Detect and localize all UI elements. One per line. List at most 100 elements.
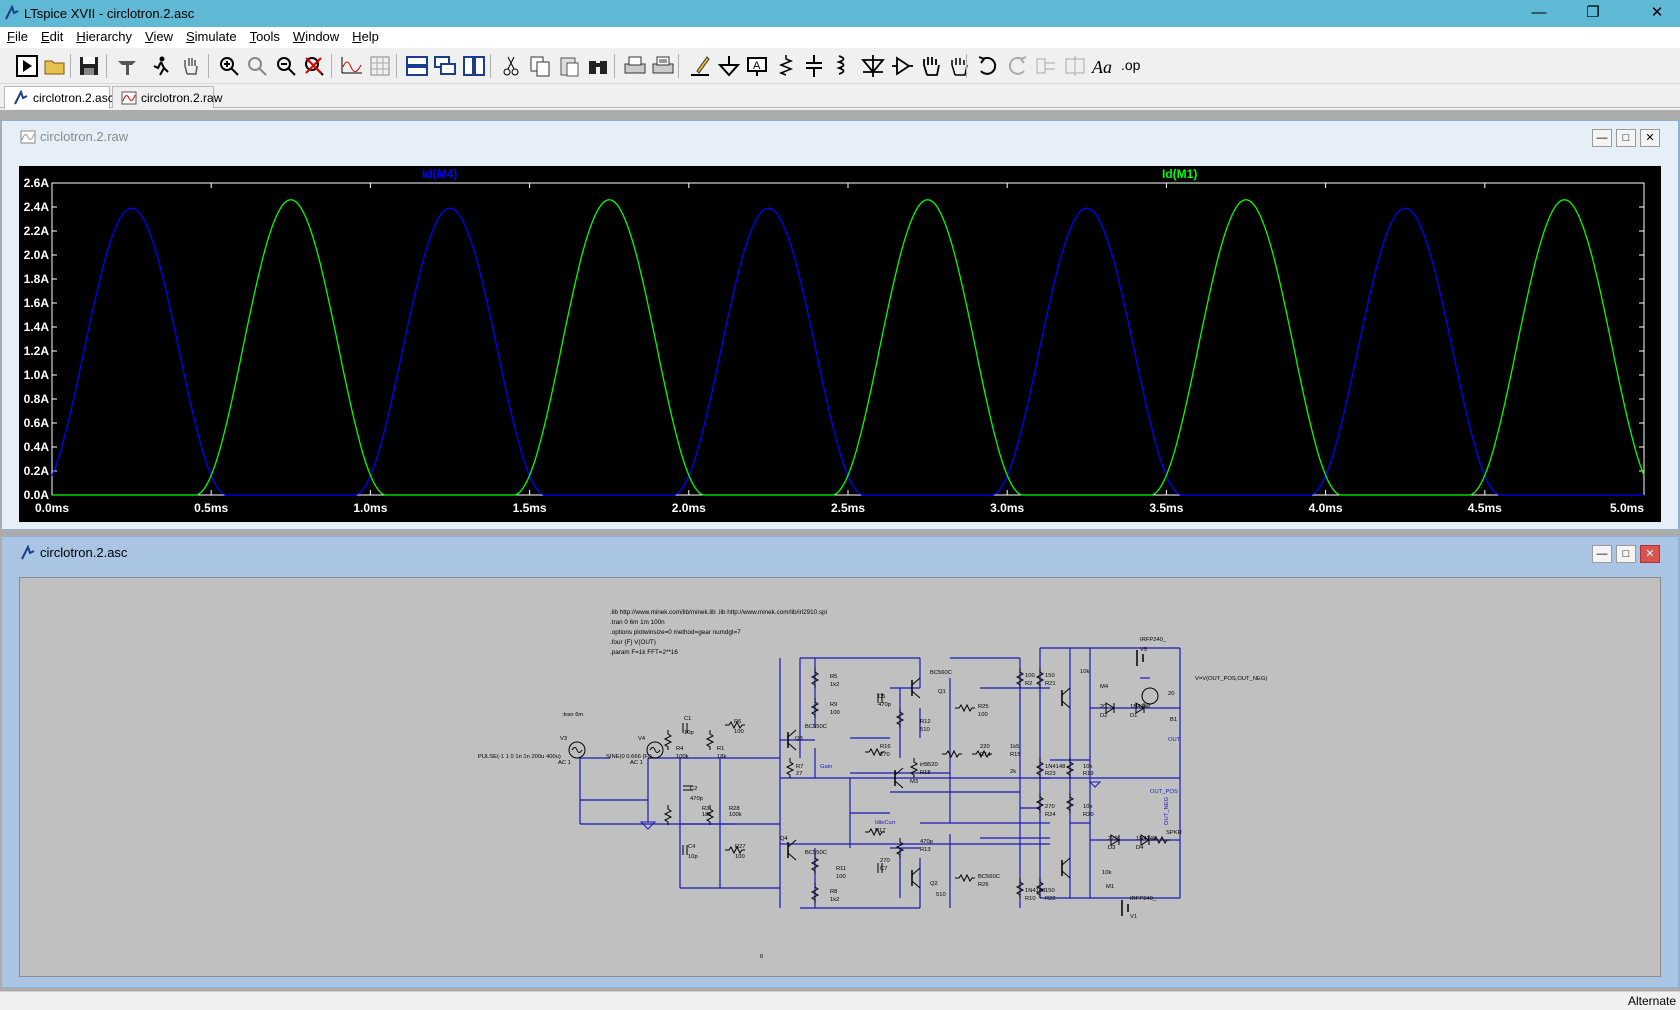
plot-frame xyxy=(51,182,1645,496)
resistor-symbol xyxy=(865,747,885,757)
cut-icon[interactable] xyxy=(498,53,524,79)
diode-icon[interactable] xyxy=(860,53,886,79)
transistor-lead xyxy=(787,729,797,738)
schematic-label: D4 xyxy=(1136,845,1144,851)
resistor-symbol xyxy=(1015,668,1025,688)
zoom-in-icon[interactable] xyxy=(216,53,242,79)
schematic-label: 100 xyxy=(734,729,744,735)
schematic-label: OUT_POS xyxy=(1150,789,1178,795)
x-tick-label: 2.0ms xyxy=(672,501,706,515)
control-panel-icon[interactable] xyxy=(114,53,140,79)
capacitor-icon[interactable] xyxy=(801,53,827,79)
drag-icon[interactable] xyxy=(946,53,972,79)
schematic-label: C7 xyxy=(880,866,887,872)
ground-icon[interactable] xyxy=(716,53,742,79)
minimize-button[interactable]: — xyxy=(1531,4,1547,21)
resistor-symbol xyxy=(785,758,795,778)
save-icon[interactable] xyxy=(76,53,102,79)
schematic-minimize-button[interactable]: — xyxy=(1592,545,1612,563)
menu-hierarchy[interactable]: Hierarchy xyxy=(76,29,133,44)
tile-horizontal-icon[interactable] xyxy=(404,53,430,79)
close-button[interactable]: ✕ xyxy=(1650,4,1664,21)
tab-label: circlotron.2.asc xyxy=(33,91,114,105)
undo-icon[interactable] xyxy=(975,53,1001,79)
waveform-maximize-button[interactable]: □ xyxy=(1616,129,1636,147)
mirror-icon[interactable] xyxy=(1062,53,1088,79)
menu-help[interactable]: Help xyxy=(352,29,379,44)
waveform-icon xyxy=(20,130,36,144)
pan-icon[interactable] xyxy=(178,53,204,79)
circuit-schematic[interactable]: .lib http://www.minek.com/lib/minek.lib … xyxy=(20,578,1660,976)
schematic-label: 18k xyxy=(702,812,711,818)
waveform-window-titlebar[interactable]: circlotron.2.raw xyxy=(20,121,1660,151)
menu-tools[interactable]: Tools xyxy=(249,29,280,44)
print-icon[interactable] xyxy=(622,53,648,79)
open-icon[interactable] xyxy=(42,53,68,79)
label-net-icon[interactable]: A xyxy=(744,53,770,79)
component-icon[interactable] xyxy=(889,53,915,79)
paste-icon[interactable] xyxy=(556,53,582,79)
grid-icon[interactable] xyxy=(367,53,393,79)
menu-window[interactable]: Window xyxy=(292,29,340,44)
transistor-lead xyxy=(911,867,921,876)
y-tick-label: 1.6A xyxy=(24,296,50,310)
schematic-label: 1N4148 xyxy=(1025,888,1045,894)
schematic-label: R2 xyxy=(1025,681,1032,687)
redo-icon[interactable] xyxy=(1004,53,1030,79)
draw-wire-icon[interactable] xyxy=(687,53,713,79)
ltspice-app-icon xyxy=(5,5,19,20)
window-title: LTspice XVII - circlotron.2.asc xyxy=(24,6,195,21)
schematic-label: 100 xyxy=(978,712,988,718)
waveform-close-button[interactable]: ✕ xyxy=(1640,129,1660,147)
resistor-symbol xyxy=(663,805,673,825)
rotate-icon[interactable] xyxy=(1033,53,1059,79)
x-tick-label: 1.0ms xyxy=(353,501,387,515)
autorange-icon[interactable] xyxy=(339,53,365,79)
schematic-label: Q2 xyxy=(930,881,938,887)
run-icon[interactable] xyxy=(14,53,40,79)
schematic-label: 510 xyxy=(920,727,930,733)
toolbar-separator xyxy=(678,54,679,78)
resistor-symbol xyxy=(1065,793,1075,813)
menu-view[interactable]: View xyxy=(145,29,173,44)
move-icon[interactable] xyxy=(918,53,944,79)
restore-button[interactable]: ❐ xyxy=(1586,4,1600,21)
schematic-label: OUT_NEG xyxy=(1164,796,1170,825)
schematic-close-button[interactable]: ✕ xyxy=(1640,545,1660,563)
menu-simulate[interactable]: Simulate xyxy=(185,29,237,44)
y-tick-label: 2.2A xyxy=(24,224,50,238)
text-icon[interactable]: Aa xyxy=(1090,53,1116,79)
sine-glyph xyxy=(649,747,661,753)
tab-schematic[interactable]: circlotron.2.asc xyxy=(4,86,114,109)
zoom-cancel-icon[interactable] xyxy=(301,53,327,79)
transistor-lead xyxy=(1061,870,1071,879)
schematic-label: D2 xyxy=(1100,713,1107,719)
waveform-minimize-button[interactable]: — xyxy=(1592,129,1612,147)
menu-bar: File Edit Hierarchy View Simulate Tools Window… xyxy=(0,27,1680,48)
copy-icon[interactable] xyxy=(527,53,553,79)
inductor-icon[interactable] xyxy=(830,53,856,79)
schematic-maximize-button[interactable]: □ xyxy=(1616,545,1636,563)
zoom-area-icon[interactable] xyxy=(244,53,270,79)
schematic-canvas[interactable]: .lib http://www.minek.com/lib/minek.lib … xyxy=(19,577,1661,977)
menu-file[interactable]: File xyxy=(7,29,28,44)
tab-waveform[interactable]: circlotron.2.raw xyxy=(112,86,222,108)
halt-icon[interactable] xyxy=(148,53,174,79)
schematic-label: 100 xyxy=(1025,673,1035,679)
schematic-label: R26 xyxy=(978,882,989,888)
waveform-chart[interactable]: 0.0A0.2A0.4A0.6A0.8A1.0A1.2A1.4A1.6A1.8A… xyxy=(19,166,1661,522)
find-icon[interactable] xyxy=(585,53,611,79)
cascade-icon[interactable] xyxy=(432,53,458,79)
tile-vertical-icon[interactable] xyxy=(461,53,487,79)
print-preview-icon[interactable] xyxy=(650,53,676,79)
schematic-label: 270 xyxy=(880,752,890,758)
zoom-out-icon[interactable] xyxy=(273,53,299,79)
resistor-icon[interactable] xyxy=(773,53,799,79)
schematic-label: 1k5 xyxy=(1010,744,1019,750)
schematic-label: C5 xyxy=(878,694,885,700)
spice-directive: .options plotwinsize=0 method=gear numdg… xyxy=(610,629,741,636)
schematic-window-titlebar[interactable]: circlotron.2.asc xyxy=(20,537,1660,567)
spice-directive-icon[interactable]: .op xyxy=(1120,53,1146,79)
menu-edit[interactable]: Edit xyxy=(40,29,64,44)
